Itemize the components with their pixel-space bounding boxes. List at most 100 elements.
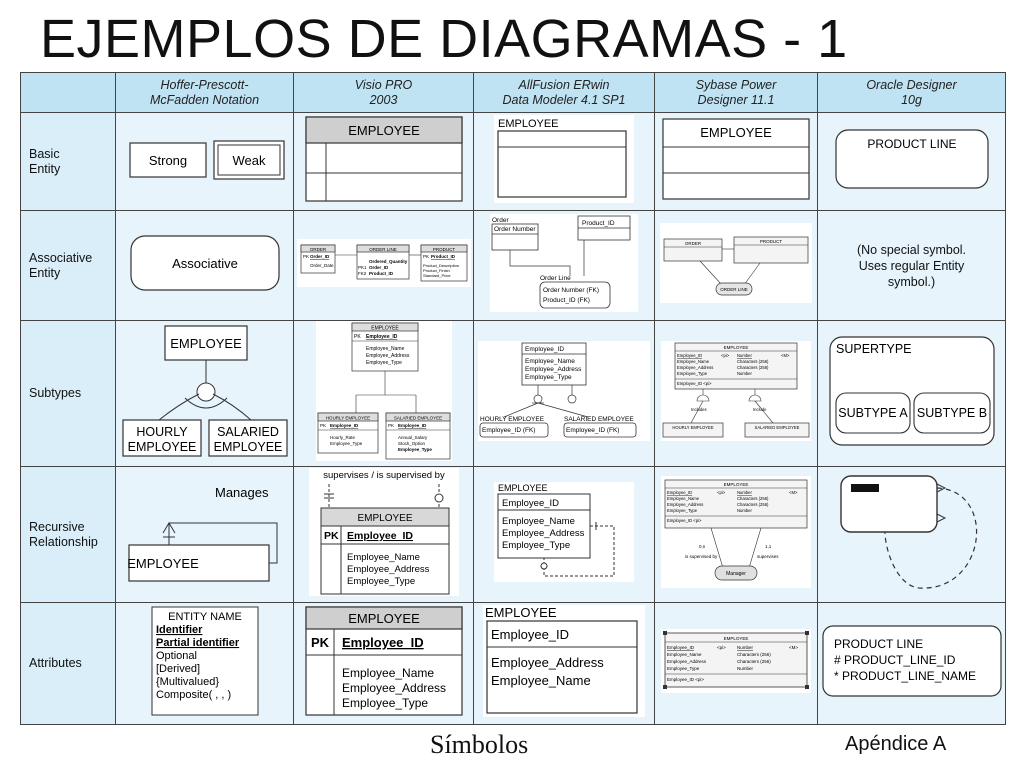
svg-text:FK2: FK2 — [358, 271, 367, 276]
svg-text:Composite( , , ): Composite( , , ) — [156, 689, 231, 701]
cell-recursive-hoffer: Manages EMPLOYEE — [115, 466, 294, 603]
svg-text:SALARIED: SALARIED — [217, 425, 279, 439]
svg-text:Employee_Name: Employee_Name — [667, 496, 700, 501]
oracle-attributes-diagram: PRODUCT LINE # PRODUCT_LINE_ID * PRODUCT… — [821, 625, 1002, 697]
svg-text:Hourly_Rate: Hourly_Rate — [330, 435, 356, 440]
svg-text:SUBTYPE B: SUBTYPE B — [916, 406, 986, 420]
svg-text:Employee_ID: Employee_ID — [677, 353, 702, 358]
erwin-recursive-diagram: EMPLOYEE Employee_ID Employee_Name Emplo… — [494, 482, 634, 582]
svg-text:Number: Number — [737, 645, 754, 650]
svg-text:SALARIED EMPLOYEE: SALARIED EMPLOYEE — [393, 416, 441, 421]
svg-text:Employee_Type: Employee_Type — [525, 374, 572, 381]
svg-text:PK: PK — [354, 334, 361, 340]
weak-entity-inner-box — [217, 144, 280, 176]
svg-text:SUBTYPE A: SUBTYPE A — [838, 406, 908, 420]
cell-attributes-sybase: EMPLOYEE Employee_ID <pi> Number <M> Emp… — [654, 602, 818, 725]
svg-text:Employee_ID: Employee_ID — [342, 635, 424, 650]
svg-text:EMPLOYEE: EMPLOYEE — [348, 611, 420, 626]
oracle-basic-entity-diagram: PRODUCT LINE — [834, 129, 989, 189]
strong-entity-box — [128, 142, 207, 178]
svg-text:PK1: PK1 — [358, 265, 367, 270]
svg-text:Number: Number — [737, 666, 754, 671]
svg-text:<pi>: <pi> — [721, 353, 730, 358]
svg-text:Employee_Type: Employee_Type — [330, 441, 363, 446]
svg-text:Employee_ID: Employee_ID — [398, 423, 427, 428]
svg-text:Employee_Address: Employee_Address — [667, 502, 703, 507]
svg-text:Product_Description: Product_Description — [423, 263, 459, 268]
sybase-entity-name: EMPLOYEE — [700, 125, 772, 140]
svg-text:Employee_Address: Employee_Address — [525, 366, 582, 373]
cell-attributes-oracle: PRODUCT LINE # PRODUCT_LINE_ID * PRODUCT… — [817, 602, 1006, 725]
row-label-attributes: Attributes — [20, 602, 116, 725]
svg-text:SALARIED EMPLOYEE: SALARIED EMPLOYEE — [755, 425, 800, 430]
hoffer-associative-diagram: Associative — [129, 235, 280, 291]
svg-text:Employee_ID: Employee_ID — [347, 530, 413, 542]
cell-attributes-visio: EMPLOYEE PK Employee_ID Employee_Name Em… — [293, 602, 474, 725]
cell-recursive-visio: supervises / is supervised by EMPLOYEE P… — [293, 466, 474, 603]
oracle-entity-name: PRODUCT LINE — [867, 137, 956, 151]
strong-entity-label: Strong — [148, 153, 186, 168]
cell-associative-visio: ORDER PK Order_ID Order_Date ORDER LINE … — [293, 210, 474, 321]
svg-text:EMPLOYEE: EMPLOYEE — [485, 605, 557, 620]
svg-text:Identifier: Identifier — [156, 624, 203, 636]
svg-text:ORDER: ORDER — [685, 241, 702, 246]
svg-text:ORDER LINE: ORDER LINE — [720, 287, 748, 292]
svg-text:Characters (256): Characters (256) — [737, 359, 769, 364]
svg-text:Product_ID: Product_ID — [431, 254, 456, 259]
svg-text:Employee_ID <pi>: Employee_ID <pi> — [667, 518, 702, 523]
svg-text:Product_ID: Product_ID — [582, 220, 615, 227]
svg-text:Characters (256): Characters (256) — [737, 659, 771, 664]
svg-text:Employee_Name: Employee_Name — [677, 359, 710, 364]
svg-text:EMPLOYEE: EMPLOYEE — [127, 556, 199, 571]
svg-text:Manages: Manages — [215, 485, 269, 500]
svg-text:PK: PK — [388, 423, 394, 428]
svg-text:Employee_Type: Employee_Type — [677, 371, 708, 376]
svg-text:PRODUCT LINE: PRODUCT LINE — [834, 637, 923, 651]
svg-text:Employee_ID (FK): Employee_ID (FK) — [566, 427, 619, 434]
associative-entity-label: Associative — [172, 256, 238, 271]
sybase-basic-entity-diagram: EMPLOYEE — [662, 118, 810, 200]
svg-text:ENTITY NAME: ENTITY NAME — [168, 611, 242, 623]
svg-text:is supervised by: is supervised by — [685, 554, 718, 559]
cell-subtypes-hoffer: EMPLOYEE HOURLY EMPLOYEE SALARIED EMPLOY… — [115, 320, 294, 467]
svg-text:Employee_Type: Employee_Type — [502, 540, 570, 551]
weak-entity-label: Weak — [232, 153, 265, 168]
svg-text:Number: Number — [737, 353, 752, 358]
svg-text:EMPLOYEE: EMPLOYEE — [371, 326, 399, 332]
cell-basic-oracle: PRODUCT LINE — [817, 112, 1006, 211]
svg-text:Employee_Type: Employee_Type — [398, 447, 432, 452]
svg-text:<pi>: <pi> — [717, 490, 726, 495]
svg-text:Product_ID (FK): Product_ID (FK) — [543, 297, 590, 304]
svg-text:PK: PK — [320, 423, 326, 428]
svg-text:Employee_Type: Employee_Type — [667, 508, 698, 513]
svg-text:EMPLOYEE: EMPLOYEE — [357, 513, 412, 524]
erwin-attributes-diagram: EMPLOYEE Employee_ID Employee_Address Em… — [483, 605, 645, 717]
svg-text:EMPLOYEE: EMPLOYEE — [127, 440, 196, 454]
svg-text:Include: Include — [753, 407, 767, 412]
svg-text:Number: Number — [737, 508, 752, 513]
cell-subtypes-erwin: Employee_ID Employee_Name Employee_Addre… — [473, 320, 655, 467]
erwin-subtypes-diagram: Employee_ID Employee_Name Employee_Addre… — [478, 341, 650, 441]
svg-text:Employee_Type: Employee_Type — [366, 360, 402, 366]
svg-text:Employee_ID: Employee_ID — [330, 423, 359, 428]
svg-text:Product_Finish: Product_Finish — [423, 268, 450, 273]
visio-basic-entity-diagram: EMPLOYEE — [304, 116, 463, 202]
svg-text:Employee_Name: Employee_Name — [502, 516, 575, 527]
svg-text:Manager: Manager — [726, 571, 746, 577]
svg-text:Employee_Address: Employee_Address — [677, 365, 713, 370]
svg-text:Employee_Address: Employee_Address — [491, 655, 604, 670]
svg-text:<pi>: <pi> — [717, 645, 726, 650]
svg-text:Product_ID: Product_ID — [369, 271, 394, 276]
svg-text:HOURLY EMPLOYEE: HOURLY EMPLOYEE — [325, 416, 369, 421]
svg-text:Employee_Type: Employee_Type — [347, 576, 415, 587]
svg-text:1,1: 1,1 — [765, 544, 772, 549]
svg-text:HOURLY EMPLOYEE: HOURLY EMPLOYEE — [672, 425, 713, 430]
visio-entity-header — [304, 116, 463, 144]
hoffer-basic-entity-diagram: Strong Weak — [128, 140, 285, 180]
svg-text:EMPLOYEE: EMPLOYEE — [724, 482, 749, 487]
sybase-associative-diagram: ORDER PRODUCT ORDER LINE — [660, 223, 812, 303]
